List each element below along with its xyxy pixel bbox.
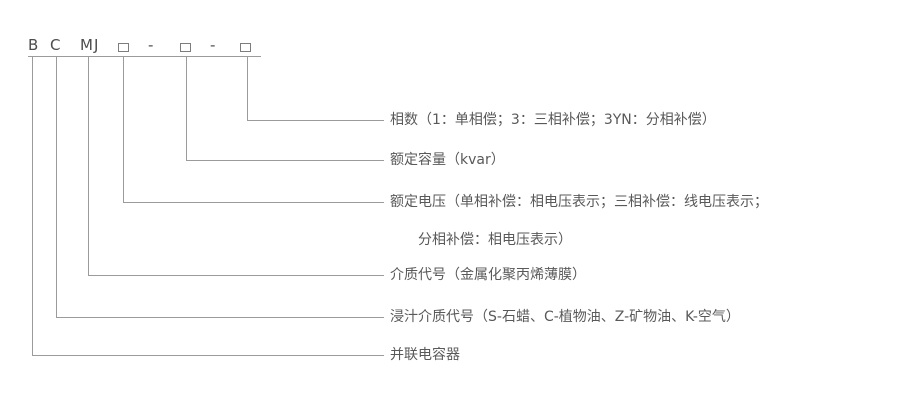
code-box-phase bbox=[240, 43, 251, 52]
connector-dielectric bbox=[88, 57, 384, 276]
label-impregnant: 浸汁介质代号（S-石蜡、C-植物油、Z-矿物油、K-空气） bbox=[390, 309, 740, 325]
connector-capacity bbox=[186, 57, 384, 161]
connector-voltage bbox=[123, 57, 384, 203]
code-box-voltage bbox=[118, 43, 129, 52]
code-underline bbox=[28, 56, 261, 57]
connector-series bbox=[32, 57, 384, 356]
label-phase: 相数（1：单相偿；3：三相补偿；3YN：分相补偿） bbox=[390, 112, 716, 128]
label-capacity: 额定容量（kvar） bbox=[390, 152, 505, 168]
label-dielectric: 介质代号（金属化聚丙烯薄膜） bbox=[390, 267, 586, 283]
code-box-capacity bbox=[180, 43, 191, 52]
connector-phase bbox=[247, 57, 384, 121]
code-dielectric-letters: MJ bbox=[80, 36, 100, 54]
label-voltage: 额定电压（单相补偿：相电压表示；三相补偿：线电压表示； bbox=[390, 194, 768, 210]
label-voltage-line2: 分相补偿：相电压表示） bbox=[418, 232, 572, 248]
connector-impregnant bbox=[56, 57, 384, 318]
code-series-letter: B bbox=[28, 36, 40, 54]
label-series: 并联电容器 bbox=[390, 347, 460, 363]
code-dash-1: - bbox=[148, 36, 155, 54]
code-dash-2: - bbox=[210, 36, 217, 54]
code-impregnant-letter: C bbox=[50, 36, 62, 54]
